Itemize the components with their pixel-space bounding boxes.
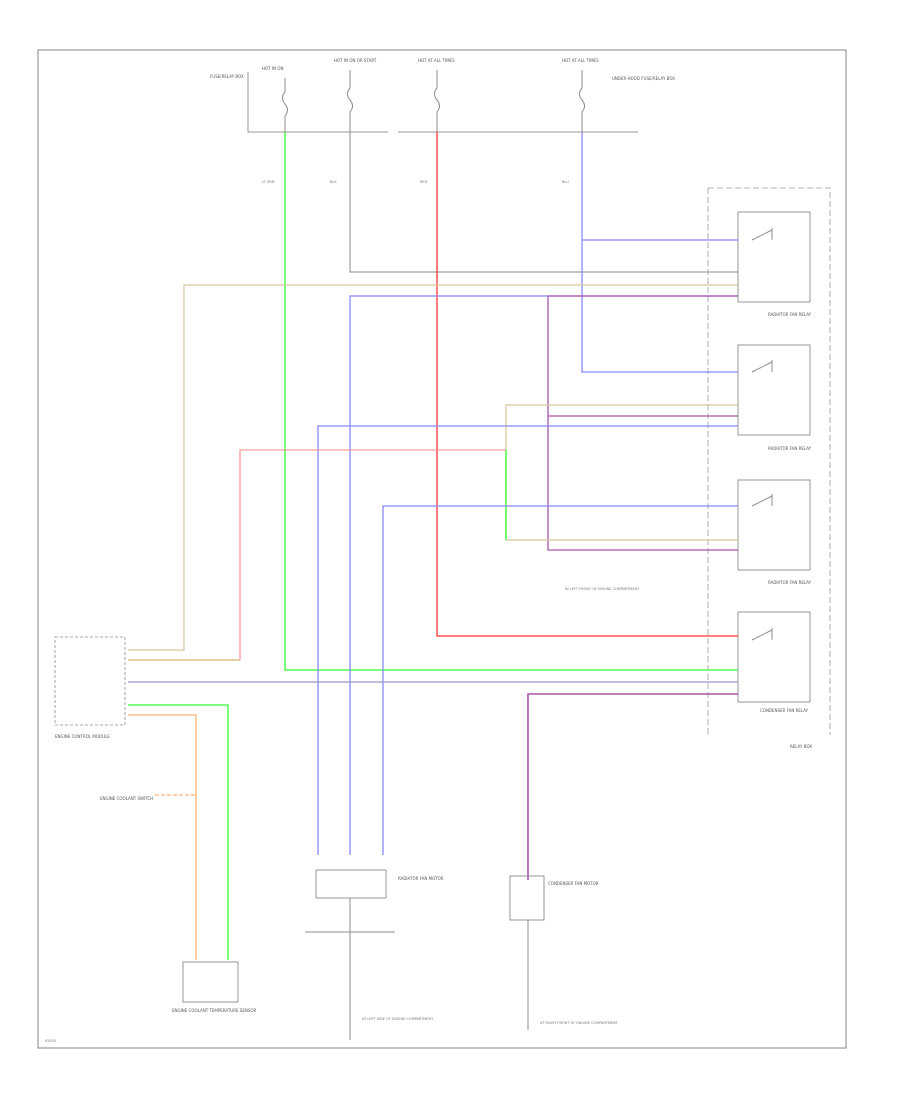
svg-text:RADIATOR FAN RELAY: RADIATOR FAN RELAY [768, 312, 812, 317]
relay-3: RADIATOR FAN RELAY [737, 479, 812, 585]
svg-text:RADIATOR FAN RELAY: RADIATOR FAN RELAY [768, 446, 812, 451]
fuse-symbol-1 [282, 78, 288, 132]
engine-control-module: ENGINE CONTROL MODULE [54, 636, 126, 739]
relay-box-label: RELAY BOX [790, 744, 812, 749]
wire-blue-feed [581, 132, 738, 373]
fuse-label-2: HOT IN ON OR START [334, 58, 377, 63]
fuse-box-note: FUSE/RELAY BOX [210, 74, 244, 79]
relay-2: RADIATOR FAN RELAY [737, 344, 812, 451]
wire-blue-mid [317, 425, 738, 855]
wire-violet-cond [527, 693, 738, 880]
wire-tan-ecm [128, 284, 738, 651]
svg-text:AT LEFT SIDE OF ENGINE COMPART: AT LEFT SIDE OF ENGINE COMPARTMENT [362, 1017, 434, 1021]
wire-pink-ecm [128, 449, 506, 661]
wire-red-feed [436, 132, 738, 637]
wire-tag-green: LT GRN [262, 180, 275, 184]
underhood-box-note: UNDER-HOOD FUSE/RELAY BOX [612, 76, 675, 81]
wire-green-sensor [128, 704, 229, 960]
wire-tag-black: BLK [330, 180, 337, 184]
diagram-id: 92834 [45, 1039, 57, 1043]
wire-blue-motor [382, 505, 738, 855]
svg-text:RADIATOR FAN MOTOR: RADIATOR FAN MOTOR [398, 876, 444, 881]
relay-4: CONDENSER FAN RELAY [737, 611, 811, 713]
wire-tag-red: RED [420, 180, 428, 184]
coolant-switch-label: ENGINE COOLANT SWITCH [100, 796, 153, 801]
wire-violet-1 [349, 295, 738, 855]
relay-location-note: IN LEFT FRONT OF ENGINE COMPARTMENT [565, 587, 640, 591]
relay-box-outline [707, 187, 831, 735]
fuse-symbol-4 [579, 70, 585, 132]
relay-1: RADIATOR FAN RELAY [737, 211, 812, 317]
radiator-fan-motor: RADIATOR FAN MOTOR AT LEFT SIDE OF ENGIN… [305, 869, 444, 1040]
svg-text:ENGINE COOLANT TEMPERATURE SEN: ENGINE COOLANT TEMPERATURE SENSOR [172, 1008, 257, 1013]
wire-green-main [284, 132, 738, 671]
svg-text:AT RIGHT FRONT OF ENGINE COMPA: AT RIGHT FRONT OF ENGINE COMPARTMENT [540, 1021, 619, 1025]
fuse-label-1: HOT IN ON [262, 66, 283, 71]
wire-black-feed [349, 132, 738, 273]
coolant-temperature-sensor: ENGINE COOLANT TEMPERATURE SENSOR [172, 961, 257, 1013]
fuse-symbol-3 [434, 70, 440, 132]
wire-tan-mid [505, 404, 738, 541]
fuse-box-outline [247, 72, 388, 133]
svg-text:RADIATOR FAN RELAY: RADIATOR FAN RELAY [768, 580, 812, 585]
wire-tag-blue: BLU [562, 180, 569, 184]
diagram-frame [37, 49, 847, 1049]
svg-text:CONDENSER FAN MOTOR: CONDENSER FAN MOTOR [548, 881, 599, 886]
svg-text:ENGINE CONTROL MODULE: ENGINE CONTROL MODULE [55, 734, 110, 739]
wire-violet-2 [547, 295, 738, 551]
condenser-fan-motor: CONDENSER FAN MOTOR AT RIGHT FRONT OF EN… [509, 875, 619, 1030]
fuse-symbol-2 [347, 70, 353, 132]
fuse-label-4: HOT AT ALL TIMES [562, 58, 599, 63]
svg-text:CONDENSER FAN RELAY: CONDENSER FAN RELAY [760, 708, 809, 713]
wire-orange-sensor [128, 714, 197, 960]
fuse-label-3: HOT AT ALL TIMES [418, 58, 455, 63]
